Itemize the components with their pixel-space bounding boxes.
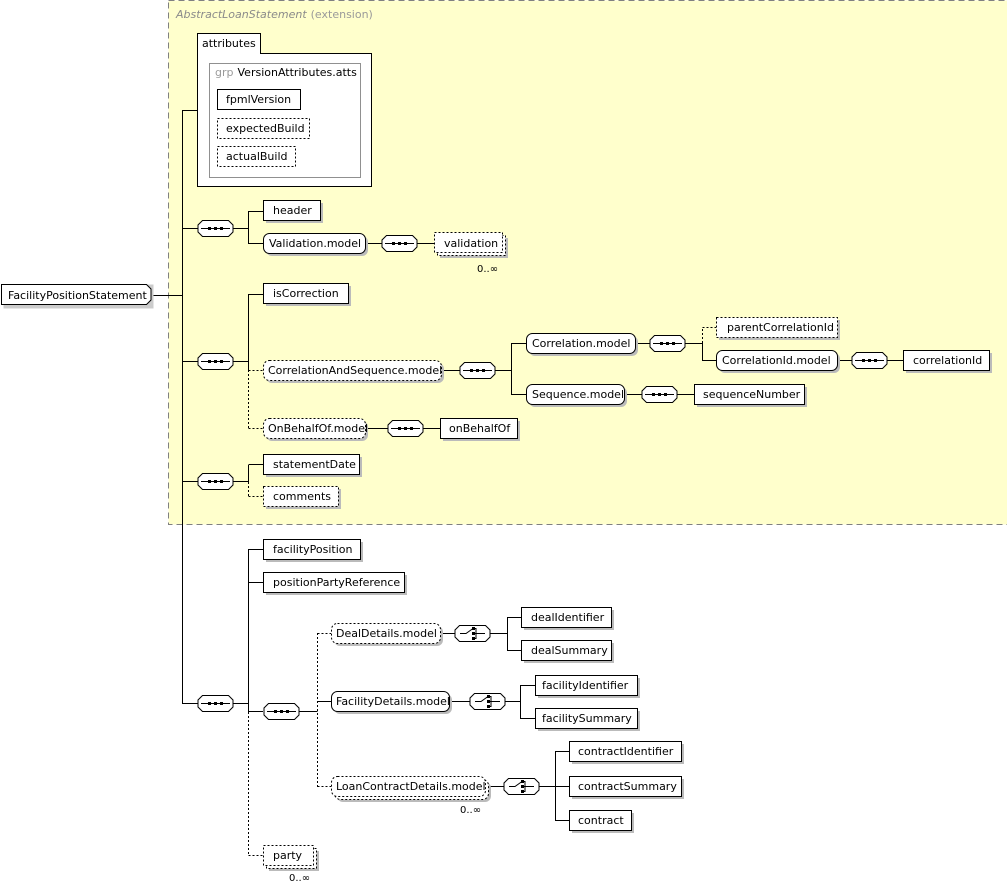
contract-summary-label: contractSummary [578, 780, 677, 793]
loan-contract-details-model-group[interactable]: LoanContractDetails.model 0..∞ [331, 776, 492, 817]
position-party-reference-label: positionPartyReference [273, 576, 400, 589]
loan-contract-occurs: 0..∞ [460, 805, 481, 816]
on-behalf-of-model-label: OnBehalfOf.model [268, 422, 368, 435]
sequence-compositor[interactable] [649, 335, 686, 352]
facility-identifier-element[interactable]: facilityIdentifier [535, 675, 641, 699]
party-occurs: 0..∞ [289, 873, 310, 883]
deal-summary-label: dealSummary [531, 644, 608, 657]
extension-title: AbstractLoanStatement(extension) [175, 8, 373, 21]
facility-summary-label: facilitySummary [542, 712, 632, 725]
contract-label: contract [578, 814, 624, 827]
validation-occurs: 0..∞ [477, 264, 498, 275]
on-behalf-of-element[interactable]: onBehalfOf [440, 418, 521, 442]
root-label: FacilityPositionStatement [8, 289, 147, 302]
correlation-id-label: correlationId [913, 354, 982, 367]
party-label: party [273, 849, 303, 862]
contract-identifier-element[interactable]: contractIdentifier [569, 741, 685, 765]
facility-details-model-group[interactable]: FacilityDetails.model [331, 691, 453, 715]
fpml-version-label: fpmlVersion [226, 93, 291, 106]
sequence-compositor[interactable] [263, 703, 300, 720]
choice-compositor[interactable] [503, 778, 540, 795]
header-label: header [273, 204, 312, 217]
expected-build-attr[interactable] [217, 118, 310, 139]
facility-details-model-label: FacilityDetails.model [336, 695, 450, 708]
deal-identifier-element[interactable]: dealIdentifier [521, 607, 615, 631]
contract-identifier-label: contractIdentifier [578, 745, 674, 758]
sequence-compositor[interactable] [197, 353, 234, 370]
choice-compositor[interactable] [469, 693, 506, 710]
facility-summary-element[interactable]: facilitySummary [535, 708, 641, 732]
validation-label: validation [444, 237, 498, 250]
facility-position-element[interactable]: facilityPosition [263, 539, 364, 563]
correlation-model-group[interactable]: Correlation.model [526, 333, 639, 357]
validation-model-label: Validation.model [269, 237, 361, 250]
sequence-compositor[interactable] [387, 420, 424, 437]
correlation-and-sequence-model-group[interactable]: CorrelationAndSequence.model [263, 360, 445, 384]
validation-element[interactable]: validation 0..∞ [434, 232, 509, 276]
position-party-reference-element[interactable]: positionPartyReference [263, 572, 408, 596]
deal-details-model-group[interactable]: DealDetails.model [331, 623, 444, 647]
statement-date-element[interactable]: statementDate [263, 454, 363, 478]
is-correction-label: isCorrection [273, 287, 339, 300]
sequence-compositor[interactable] [381, 235, 418, 252]
connectors [151, 110, 903, 821]
sequence-model-label: Sequence.model [532, 388, 624, 401]
sequence-compositor[interactable] [197, 473, 234, 490]
header-element[interactable]: header [263, 200, 324, 224]
correlation-id-model-label: CorrelationId.model [722, 354, 831, 367]
expected-build-label: expectedBuild [226, 122, 305, 135]
correlation-and-sequence-model-label: CorrelationAndSequence.model [268, 364, 442, 377]
sequence-compositor[interactable] [641, 386, 678, 403]
on-behalf-of-model-group[interactable]: OnBehalfOf.model [263, 418, 369, 442]
correlation-id-model-group[interactable]: CorrelationId.model [716, 350, 841, 374]
actual-build-attr[interactable] [217, 146, 296, 167]
correlation-model-label: Correlation.model [532, 337, 630, 350]
loan-contract-details-model-label: LoanContractDetails.model [336, 780, 486, 793]
deal-identifier-label: dealIdentifier [531, 611, 605, 624]
facility-identifier-label: facilityIdentifier [542, 679, 629, 692]
comments-element[interactable]: comments [263, 486, 342, 510]
sequence-number-label: sequenceNumber [703, 388, 801, 401]
parent-correlation-id-label: parentCorrelationId [727, 321, 834, 334]
sequence-compositor[interactable] [197, 220, 234, 237]
optional-connectors [248, 327, 716, 856]
comments-label: comments [273, 490, 331, 503]
on-behalf-of-label: onBehalfOf [449, 422, 511, 435]
choice-compositor[interactable] [454, 625, 491, 642]
sequence-compositor[interactable] [851, 352, 888, 369]
is-correction-element[interactable]: isCorrection [263, 283, 352, 307]
validation-model-group[interactable]: Validation.model [263, 233, 369, 257]
actual-build-label: actualBuild [226, 150, 287, 163]
party-element[interactable]: party 0..∞ [263, 845, 320, 883]
fpml-version-attr[interactable] [217, 89, 301, 110]
sequence-compositor[interactable] [197, 695, 234, 712]
contract-element[interactable]: contract [569, 810, 635, 834]
contract-summary-element[interactable]: contractSummary [569, 776, 685, 800]
correlation-id-element[interactable]: correlationId [903, 350, 993, 374]
attributes-label: attributes [202, 37, 256, 50]
sequence-compositor[interactable] [459, 362, 496, 379]
parent-correlation-id-element[interactable]: parentCorrelationId [716, 317, 841, 341]
root-element[interactable]: FacilityPositionStatement [1, 284, 154, 309]
sequence-model-group[interactable]: Sequence.model [526, 384, 628, 408]
statement-date-label: statementDate [273, 458, 356, 471]
deal-details-model-label: DealDetails.model [336, 627, 437, 640]
sequence-number-element[interactable]: sequenceNumber [694, 384, 808, 408]
deal-summary-element[interactable]: dealSummary [521, 640, 615, 664]
facility-position-label: facilityPosition [273, 543, 353, 556]
